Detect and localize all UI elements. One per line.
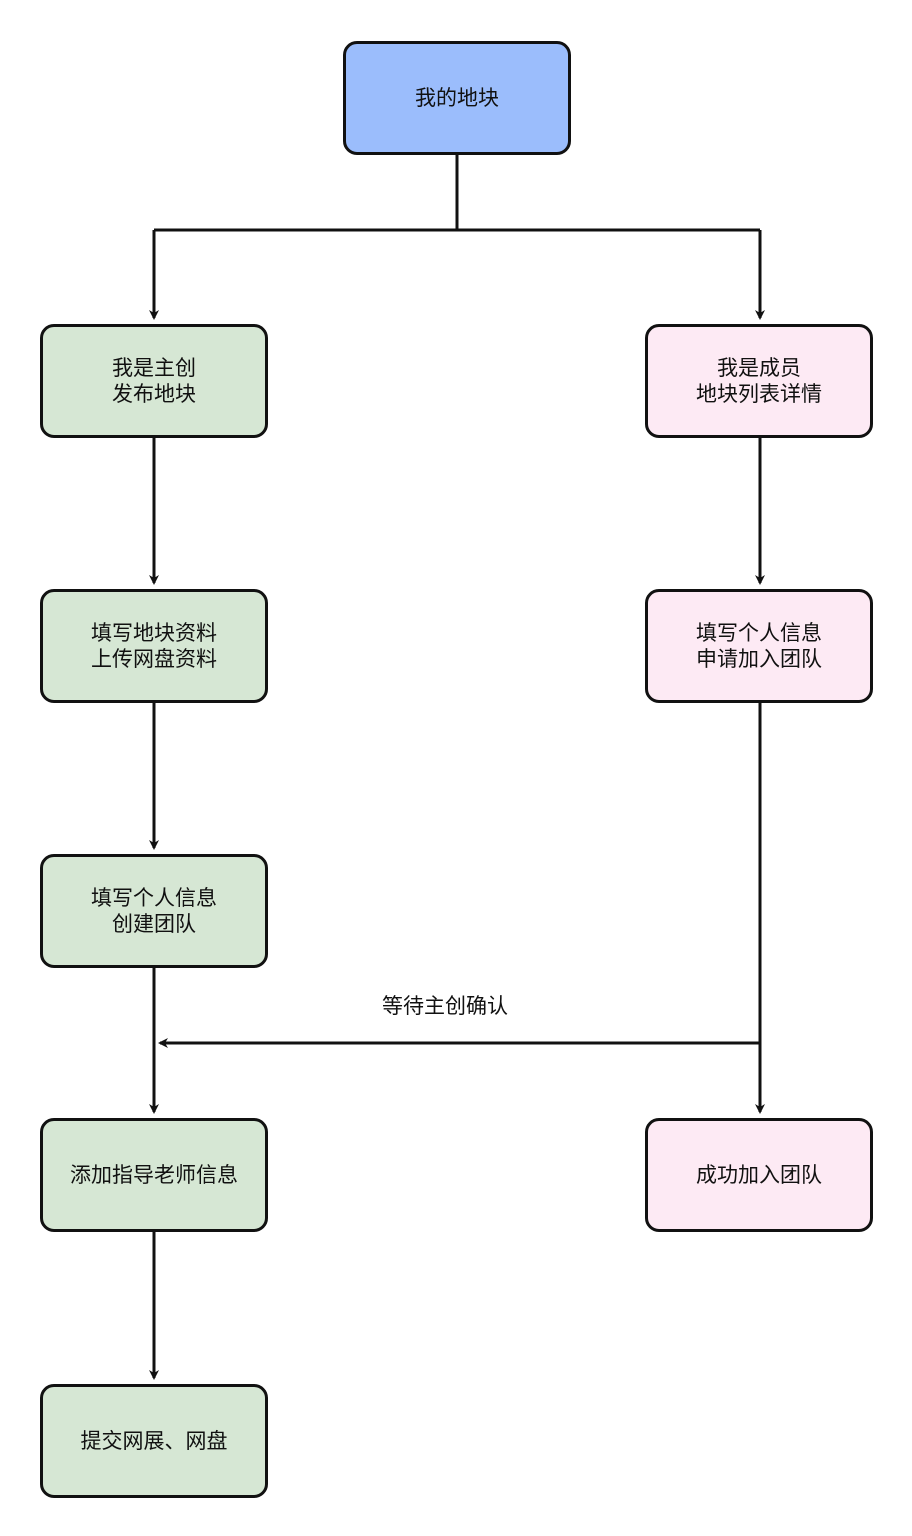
node-member-list: 我是成员 地块列表详情 — [645, 324, 873, 438]
node-fill-plot: 填写地块资料 上传网盘资料 — [40, 589, 268, 703]
node-member-apply: 填写个人信息 申请加入团队 — [645, 589, 873, 703]
node-creator-publish-label: 我是主创 发布地块 — [112, 356, 196, 406]
node-submit-label: 提交网展、网盘 — [80, 1429, 228, 1453]
node-member-list-label: 我是成员 地块列表详情 — [696, 356, 822, 406]
node-join-success: 成功加入团队 — [645, 1118, 873, 1232]
node-my-plot: 我的地块 — [343, 41, 571, 155]
node-creator-publish: 我是主创 发布地块 — [40, 324, 268, 438]
node-join-success-label: 成功加入团队 — [696, 1163, 822, 1187]
node-add-teacher: 添加指导老师信息 — [40, 1118, 268, 1232]
node-create-team: 填写个人信息 创建团队 — [40, 854, 268, 968]
node-create-team-label: 填写个人信息 创建团队 — [91, 886, 217, 936]
node-submit: 提交网展、网盘 — [40, 1384, 268, 1498]
node-add-teacher-label: 添加指导老师信息 — [70, 1163, 238, 1187]
edge-wait-confirm-label: 等待主创确认 — [382, 994, 508, 1018]
node-member-apply-label: 填写个人信息 申请加入团队 — [696, 621, 822, 671]
node-fill-plot-label: 填写地块资料 上传网盘资料 — [91, 621, 217, 671]
node-my-plot-label: 我的地块 — [415, 86, 499, 110]
